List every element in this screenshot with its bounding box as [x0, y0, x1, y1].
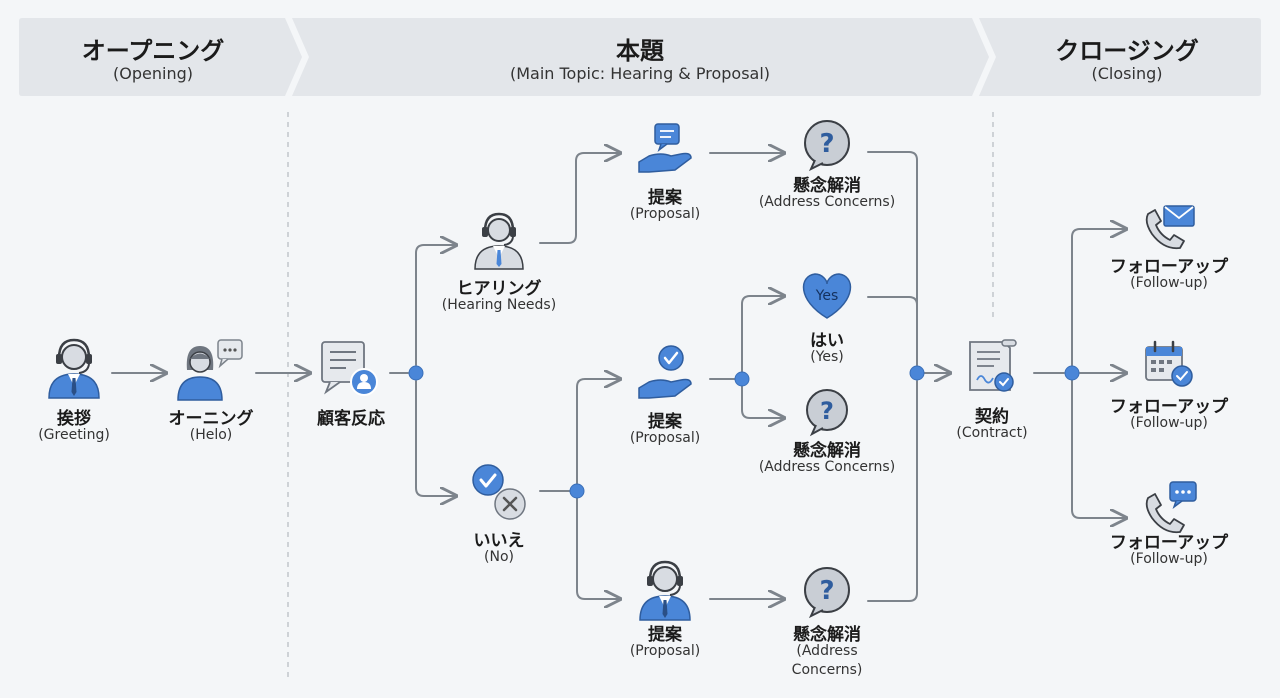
node-label-proposal-bot: 提案 [648, 625, 682, 645]
phase-title-opening: オープニング [81, 37, 225, 65]
woman-speech-icon [177, 339, 243, 401]
yes-badge: Yes [815, 288, 839, 304]
headset-agent-icon [48, 338, 100, 399]
edge-split-yes [741, 296, 784, 373]
node-label-reaction: 顧客反応 [317, 409, 385, 429]
node-label-concern-bot: 懸念解消 [793, 625, 861, 645]
node-label-hearing: ヒアリング [456, 279, 542, 299]
node-sub-proposal-mid: (Proposal) [629, 430, 701, 446]
node-sub-followup-2: (Follow-up) [1130, 415, 1208, 431]
edge-concern-top-merge [867, 151, 918, 366]
junction-dot [734, 371, 750, 387]
node-sub-concern-bot-line1: (Address [796, 643, 858, 659]
node-sub-contract: (Contract) [956, 425, 1028, 441]
svg-text:?: ? [820, 397, 834, 425]
question-bubble-icon: ? [804, 120, 850, 172]
node-sub-greeting: (Greeting) [38, 427, 110, 443]
junction-dot [408, 365, 424, 381]
node-label-followup-2: フォローアップ [1109, 397, 1229, 417]
node-label-concern-mid: 懸念解消 [793, 441, 861, 461]
phase-title-main: 本題 [616, 37, 664, 65]
node-sub-concern-top: (Address Concerns) [758, 194, 896, 210]
customer-document-icon [321, 341, 378, 396]
edge-split-no [415, 380, 456, 496]
node-label-followup-1: フォローアップ [1109, 257, 1229, 277]
node-sub-yes: (Yes) [810, 349, 844, 365]
edge-concern-bot-merge [867, 380, 918, 602]
node-label-helo: オーニング [168, 409, 254, 429]
headset-agent-icon [474, 212, 524, 270]
edge-split-followup-3 [1071, 379, 1126, 518]
question-bubble-icon: ? [804, 567, 850, 619]
phone-mail-icon [1145, 205, 1195, 250]
question-bubble-icon: ? [806, 389, 848, 437]
junction-dot [909, 365, 925, 381]
phase-banner-closing [979, 18, 1261, 96]
headset-agent-icon [639, 560, 691, 621]
node-sub-proposal-top: (Proposal) [629, 206, 701, 222]
node-sub-no: (No) [484, 549, 514, 565]
svg-text:?: ? [819, 129, 834, 159]
phase-banner-main [292, 18, 989, 96]
node-sub-followup-1: (Follow-up) [1130, 275, 1208, 291]
node-label-no: いいえ [473, 531, 525, 551]
junction-dot [1064, 365, 1080, 381]
edge-split-followup-1 [1071, 229, 1126, 367]
edge-no-proposal-mid [576, 379, 620, 485]
phase-banner-opening [19, 18, 302, 96]
phase-subtitle-closing: (Closing) [1091, 64, 1163, 83]
node-label-followup-3: フォローアップ [1109, 533, 1229, 553]
edge-no-proposal-bot [576, 497, 620, 599]
contract-document-icon [969, 339, 1017, 392]
hand-check-icon [638, 345, 692, 399]
phase-title-closing: クロージング [1055, 37, 1199, 65]
node-label-yes: はい [810, 331, 844, 351]
node-sub-helo: (Helo) [189, 427, 233, 443]
edge-split-hearing [415, 245, 456, 366]
calendar-icon [1145, 340, 1193, 387]
phase-subtitle-main: (Main Topic: Hearing & Proposal) [509, 64, 771, 83]
heart-icon: Yes [802, 273, 852, 319]
phase-subtitle-opening: (Opening) [113, 64, 193, 83]
node-label-contract: 契約 [975, 407, 1009, 427]
node-sub-hearing: (Hearing Needs) [441, 297, 557, 313]
node-sub-concern-mid: (Address Concerns) [758, 459, 896, 475]
phone-chat-icon [1145, 481, 1197, 534]
node-label-greeting: 挨拶 [57, 409, 91, 429]
node-label-proposal-mid: 提案 [648, 412, 682, 432]
check-x-icon [472, 464, 526, 520]
node-sub-followup-3: (Follow-up) [1130, 551, 1208, 567]
junction-dot [569, 483, 585, 499]
hand-chat-icon [638, 123, 692, 173]
node-label-proposal-top: 提案 [648, 188, 682, 208]
edge-yes-merge [867, 296, 918, 366]
node-sub-proposal-bot: (Proposal) [629, 643, 701, 659]
edge-split-concern-mid [741, 385, 784, 418]
node-sub-concern-bot-line2: Concerns) [791, 662, 863, 678]
svg-text:?: ? [819, 576, 834, 606]
edge-hearing-proposal-top [539, 153, 620, 244]
node-label-concern-top: 懸念解消 [793, 176, 861, 196]
